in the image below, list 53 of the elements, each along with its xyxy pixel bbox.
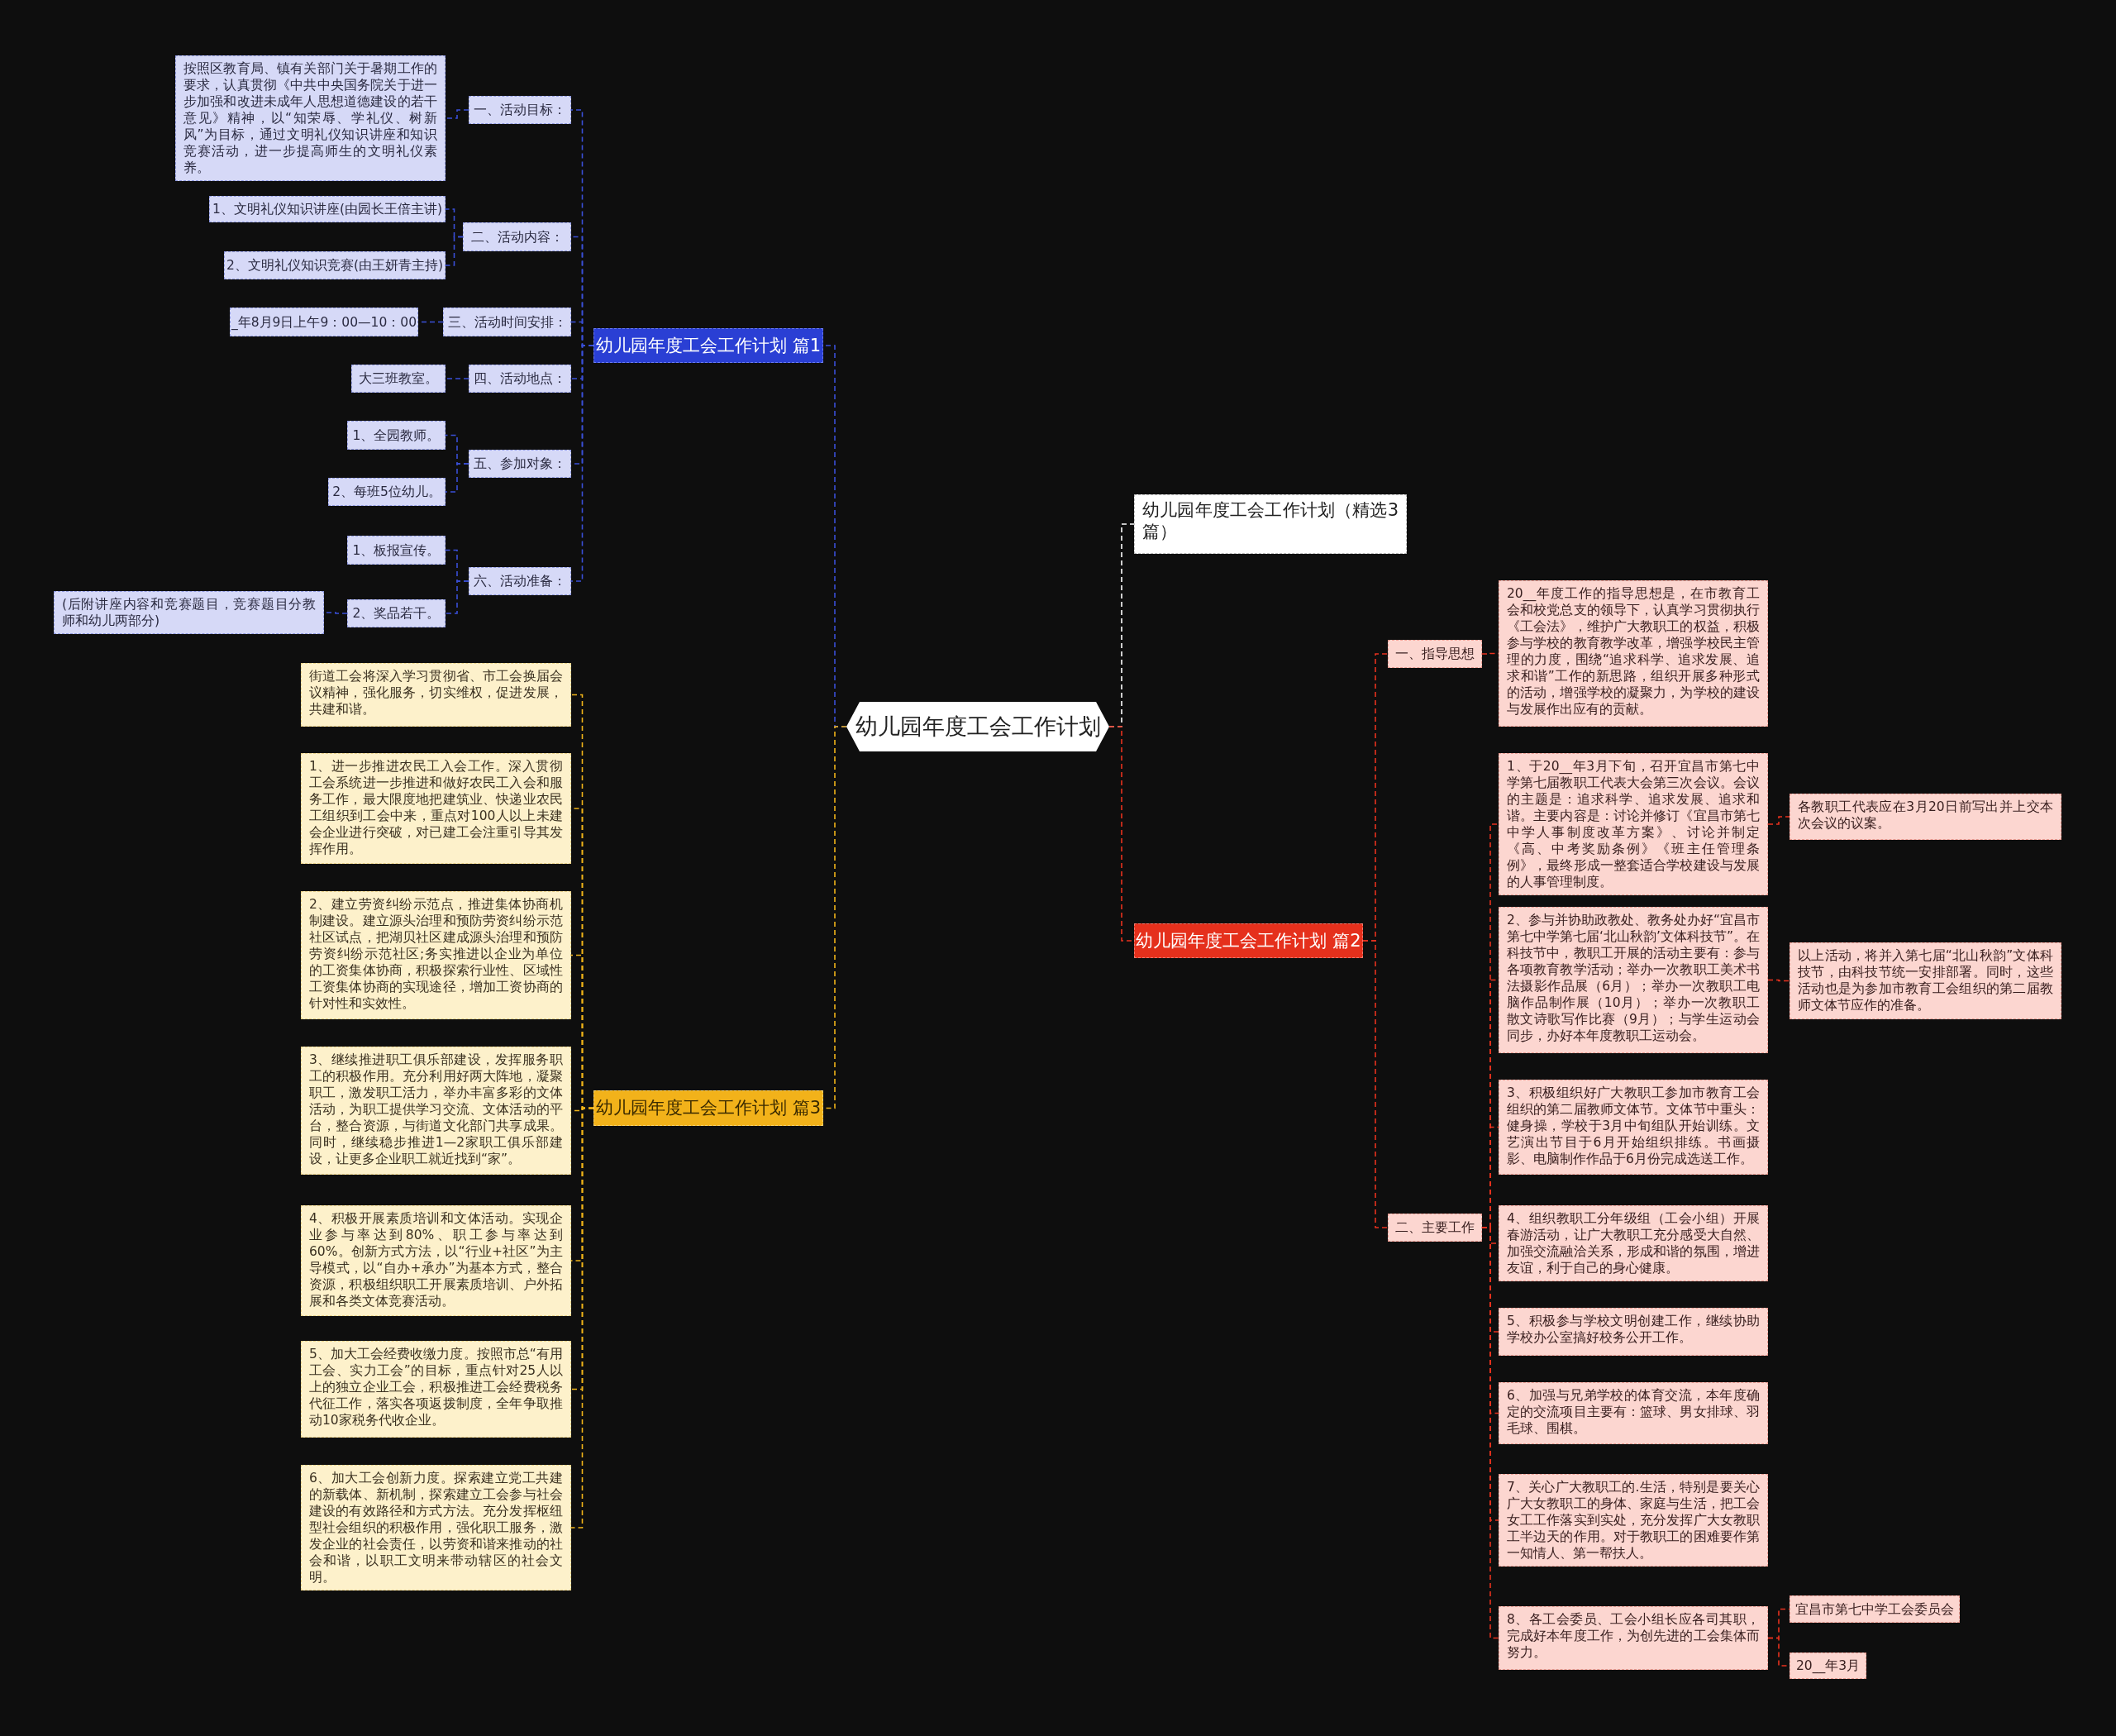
- item-box: 一、指导思想: [1388, 640, 1482, 668]
- text-box: 6、加大工会创新力度。探索建立党工共建的新载体、新机制，探索建立工会参与社会建设的有效路径和方式方法。充分发挥枢纽型社会组织的积极作用，强化职工服务，激发企业的社会责任，以劳资和谐来推动的社会和谐，以职工文明来带动辖区的社会文明。: [301, 1465, 571, 1591]
- root-hexagon: 幼儿园年度工会工作计划: [846, 702, 1109, 751]
- item-box: 2、每班5位幼儿。: [328, 478, 446, 506]
- text-box: 街道工会将深入学习贯彻省、市工会换届会议精神，强化服务，切实维权，促进发展，共建和谐。: [301, 663, 571, 727]
- text-box: 20__年度工作的指导思想是，在市教育工会和校党总支的领导下，认真学习贯彻执行《工会法》，维护广大教职工的权益，积极参与学校的教育教学改革，增强学校民主管理的力度，围绕“追求科学、追求发展、追求和谐”工作的新思路，组织开展多种形式的活动，增强学校的凝聚力，为学校的建设与发展作出应有的贡献。: [1499, 580, 1768, 727]
- item-box: 大三班教室。: [351, 365, 446, 393]
- item-box: 四、活动地点：: [469, 365, 571, 393]
- text-box: 1、于20__年3月下旬，召开宜昌市第七中学第七届教职工代表大会第三次会议。会议的主题是：追求科学、追求发展、追求和谐。主要内容是：讨论并修订《宜昌市第七中学人事制度改革方案》、讨论并制定《高、中考奖励条例》《班主任管理条例》，最终形成一整套适合学校建设与发展的人事管理制度。: [1499, 753, 1768, 895]
- text-box: 各教职工代表应在3月20日前写出并上交本次会议的议案。: [1790, 794, 2061, 840]
- text-box: 1、进一步推进农民工入会工作。深入贯彻工会系统进一步推进和做好农民工入会和服务工作，最大限度地把建筑业、快递业农民工组织到工会中来，重点对100人以上未建会企业进行突破，对已建工会注重引导其发挥作用。: [301, 753, 571, 864]
- item-box: 2、奖品若干。: [347, 599, 446, 627]
- connector-line: [445, 580, 469, 614]
- text-box: 5、加大工会经费收缴力度。按照市总“有用工会、实力工会”的目标，重点针对25人以上的独立企业工会，积极推进工会经费税务代征工作，落实各项返拨制度，全年争取推动10家税务代收企业。: [301, 1341, 571, 1438]
- item-box: 1、全园教师。: [347, 421, 446, 450]
- connector-line: [1767, 816, 1790, 825]
- connector-line: [445, 109, 469, 119]
- text-box: 4、组织教职工分年级组（工会小组）开展春游活动，让广大教职工充分感受大自然、加强交流融洽关系，形成和谐的氛围，增进友谊，利于自己的身心健康。: [1499, 1205, 1768, 1281]
- item-box: 六、活动准备：: [469, 567, 571, 595]
- connector-line: [445, 378, 469, 379]
- text-box: 以上活动，将并入第七届“北山秋韵”文体科技节，由科技节统一安排部署。同时，这些活动也是为参加市教育工会组织的第二届教师文体节应作的准备。: [1790, 942, 2061, 1019]
- text-box: 4、积极开展素质培训和文体活动。实现企业参与率达到80%、职工参与率达到60%。创新方式方法，以“行业+社区”为主导模式，以“自办+承办”为基本方式，整合资源，积极组织职工开展素质培训、户外拓展和各类文体竞赛活动。: [301, 1205, 571, 1316]
- item-box: _年8月9日上午9：00—10：00: [230, 308, 418, 336]
- item-box: 三、活动时间安排：: [443, 308, 571, 336]
- connector-line: [1767, 979, 1790, 982]
- topic-box: 幼儿园年度工会工作计划 篇3: [593, 1090, 823, 1126]
- connector-line: [445, 463, 469, 493]
- connector-line: [1362, 940, 1389, 1228]
- text-box: 2、参与并协助政教处、教务处办好“宜昌市第七中学第七届‘北山秋韵’文体科技节”。在科技节中，教职工开展的活动主要有：参与各项教育教学活动；举办一次教职工美术书法摄影作品展（6月）；举办一次教职工电脑作品制作展（10月）；举办一次教职工散文诗歌写作比赛（9月）；与学生运动会同步，办好本年度教职工运动会。: [1499, 907, 1768, 1053]
- item-box: 20__年3月: [1790, 1653, 1866, 1679]
- item-box: 二、主要工作: [1388, 1214, 1482, 1242]
- text-box: 3、继续推进职工俱乐部建设，发挥服务职工的积极作用。充分利用好两大阵地，凝聚职工，激发职工活力，举办丰富多彩的文体活动，为职工提供学习交流、文体活动的平台，整合资源，与街道文化部门共享成果。同时，继续稳步推进1—2家职工俱乐部建设，让更多企业职工就近找到“家”。: [301, 1047, 571, 1175]
- text-box: 8、各工会委员、工会小组长应各司其职，完成好本年度工作，为创先进的工会集体而努力。: [1499, 1606, 1768, 1670]
- connector-line: [570, 345, 594, 582]
- text-box: 2、建立劳资纠纷示范点，推进集体协商机制建设。建立源头治理和预防劳资纠纷示范社区试点，把湖贝社区建成源头治理和预防劳资纠纷示范社区;务实推进以企业为单位的工资集体协商，积极探索行业性、区域性工资集体协商的实现途径，增加工资协商的针对性和实效性。: [301, 891, 571, 1019]
- text-box: 3、积极组织好广大教职工参加市教育工会组织的第二届教师文体节。文体节中重头：健身操，学校于3月中旬组队开始训练。文艺演出节目于6月开始组织排练。书画摄影、电脑制作作品于6月份完成选送工作。: [1499, 1080, 1768, 1175]
- topic-box: 幼儿园年度工会工作计划 篇2: [1134, 923, 1363, 958]
- item-box: 一、活动目标：: [469, 96, 571, 124]
- connector-line: [570, 1107, 594, 1529]
- item-box: 2、文明礼仪知识竞赛(由王妍青主持): [224, 251, 446, 279]
- topic-box: 幼儿园年度工会工作计划 篇1: [593, 328, 823, 363]
- text-box: 按照区教育局、镇有关部门关于暑期工作的要求，认真贯彻《中共中央国务院关于进一步加强和改进未成年人思想道德建设的若干意见》精神，以“知荣辱、学礼仪、树新风”为目标，通过文明礼仪知识讲座和知识竞赛活动，进一步提高师生的文明礼仪素养。: [175, 55, 446, 181]
- item-box: 五、参加对象：: [469, 450, 571, 478]
- topic-box: 幼儿园年度工会工作计划（精选3篇）: [1134, 494, 1407, 554]
- text-box: (后附讲座内容和竞赛题目，竞赛题目分教师和幼儿两部分): [54, 591, 324, 634]
- text-box: 5、积极参与学校文明创建工作，继续协助学校办公室搞好校务公开工作。: [1499, 1308, 1768, 1356]
- text-box: 6、加强与兄弟学校的体育交流，本年度确定的交流项目主要有：篮球、男女排球、羽毛球、围棋。: [1499, 1382, 1768, 1444]
- item-box: 二、活动内容：: [463, 222, 571, 251]
- connector-line: [445, 236, 464, 266]
- item-box: 1、文明礼仪知识讲座(由园长王倍主讲): [209, 196, 446, 222]
- text-box: 7、关心广大教职工的.生活，特别是要关心广大女教职工的身体、家庭与生活，把工会女工工作落实到实处，充分发挥广大女教职工半边天的作用。对于教职工的困难要作第一知情人、第一帮扶人。: [1499, 1474, 1768, 1567]
- item-box: 宜昌市第七中学工会委员会: [1790, 1595, 1960, 1623]
- item-box: 1、板报宣传。: [347, 536, 446, 565]
